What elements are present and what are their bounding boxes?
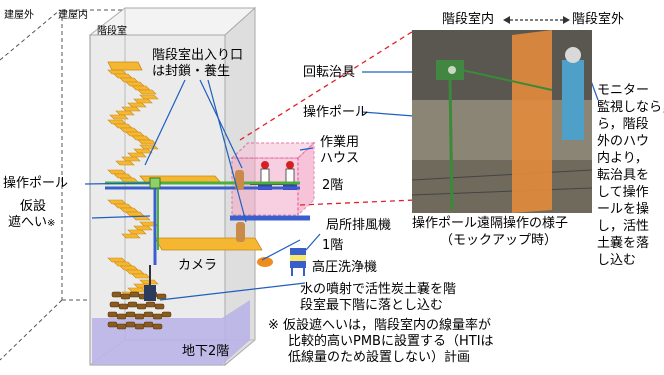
landing-1f — [154, 237, 263, 251]
sandbag — [116, 323, 127, 330]
pole-mount — [235, 170, 244, 190]
monitor-text-line: 外のハウ — [597, 134, 650, 149]
monitor-text-line: し込む — [597, 253, 637, 268]
rotator-label: 回転治具 — [303, 65, 356, 80]
work-house-label-2: ハウス — [320, 151, 360, 166]
floor1-label: 1階 — [322, 238, 344, 253]
photo-caption-2: （モックアップ時） — [440, 233, 558, 248]
mockup-photo — [412, 30, 592, 213]
stair-step — [115, 110, 135, 116]
sandbag — [152, 323, 163, 330]
stair-step — [137, 139, 157, 145]
stair-step — [127, 102, 147, 108]
sandbag — [152, 313, 163, 320]
water-jet-label-1: 水の噴射で活性炭土嚢を階 — [300, 282, 457, 297]
stair-step — [127, 152, 147, 158]
stair-step — [121, 106, 141, 112]
camera-icon — [144, 285, 156, 301]
sandbag — [120, 293, 131, 300]
monitor-text-line: 土嚢を落 — [597, 236, 650, 251]
pole-mount-lower — [236, 222, 245, 242]
sandbag — [109, 301, 120, 308]
water-jet-label-2: 段室最下階に落とし込む — [300, 298, 444, 313]
monitor-text-line: モニター — [597, 83, 650, 98]
exhaust-fan-icon — [290, 248, 306, 276]
sandbag — [116, 313, 127, 320]
inside-label: 建屋内 — [58, 10, 88, 21]
note-line-2: 比較的高いPMBに設置する（HTIは — [288, 334, 494, 349]
zoom-lines — [239, 29, 416, 206]
monitor-text-line: 内より， — [597, 151, 648, 166]
inside-outside-arrow — [503, 16, 570, 24]
sealed-label-2: は封鎖・養生 — [152, 64, 231, 79]
landing-upper — [107, 61, 143, 71]
sandbag — [134, 313, 145, 320]
photo-outside-label: 階段室外 — [572, 12, 625, 27]
sandbag — [154, 303, 165, 310]
sandbag — [111, 291, 122, 298]
sandbag — [107, 321, 118, 328]
stair-step — [109, 114, 129, 120]
sandbag — [161, 311, 172, 318]
floor2-label: 2階 — [322, 178, 344, 193]
stair-step — [121, 233, 141, 239]
sandbag — [143, 311, 154, 318]
stair-step — [127, 229, 147, 235]
stair-step — [115, 160, 135, 166]
outside-label: 建屋外 — [4, 10, 34, 21]
basement-label: 地下2階 — [182, 344, 230, 359]
sandbag — [125, 311, 136, 318]
sandbag — [107, 311, 118, 318]
sandbag — [118, 303, 129, 310]
washer-label: 高圧洗浄機 — [312, 260, 378, 275]
sandbag — [129, 291, 140, 298]
monitor-text-line: 転治具を — [597, 168, 650, 183]
stairwell-label: 階段室 — [97, 26, 127, 37]
work-house-label-1: 作業用 — [320, 135, 360, 150]
leader-lines — [84, 69, 599, 301]
stair-step — [137, 89, 157, 95]
stair-step — [133, 225, 153, 231]
camera-label: カメラ — [178, 258, 218, 273]
monitor-text-line: ら，階段 — [597, 117, 649, 132]
note-line-1: ※ 仮設遮へいは，階段室内の線量率が — [268, 318, 492, 333]
photo-inside-label: 階段室内 — [442, 12, 495, 27]
temp-shield-label-1: 仮設 — [20, 199, 47, 214]
monitor-text-line: し，活性 — [597, 219, 650, 234]
temp-shield-label-2: 遮へい※ — [8, 215, 56, 230]
stair-step — [133, 98, 153, 104]
washer-icon — [257, 257, 273, 267]
stair-step — [121, 156, 141, 162]
photo-caption-1: 操作ポール遠隔操作の様子 — [412, 216, 569, 231]
sandbag — [125, 321, 136, 328]
sandbag — [143, 321, 154, 328]
sandbag — [156, 293, 167, 300]
sandbag — [136, 303, 147, 310]
local-exhaust-label: 局所排風機 — [326, 218, 392, 233]
operation-pole-left-label: 操作ポール — [3, 176, 69, 191]
stair-step — [133, 148, 153, 154]
monitor-text-line: して操作 — [597, 185, 649, 200]
basement-floor — [92, 300, 250, 365]
sandbag — [127, 301, 138, 308]
staircase — [107, 69, 159, 297]
sandbag — [145, 301, 156, 308]
monitor-text-line: ールを操 — [597, 202, 650, 217]
stair-step — [139, 94, 159, 100]
operation-pole-right-label: 操作ポール — [303, 105, 369, 120]
sealed-label-1: 階段室出入り口 — [152, 48, 244, 63]
activated-carbon-sandbags — [107, 291, 172, 330]
monitor-text-line: 監視しなら， — [597, 100, 664, 115]
sandbag — [134, 323, 145, 330]
note-line-3: 低線量のため設置しない）計画 — [288, 350, 471, 365]
work-house — [230, 141, 316, 217]
